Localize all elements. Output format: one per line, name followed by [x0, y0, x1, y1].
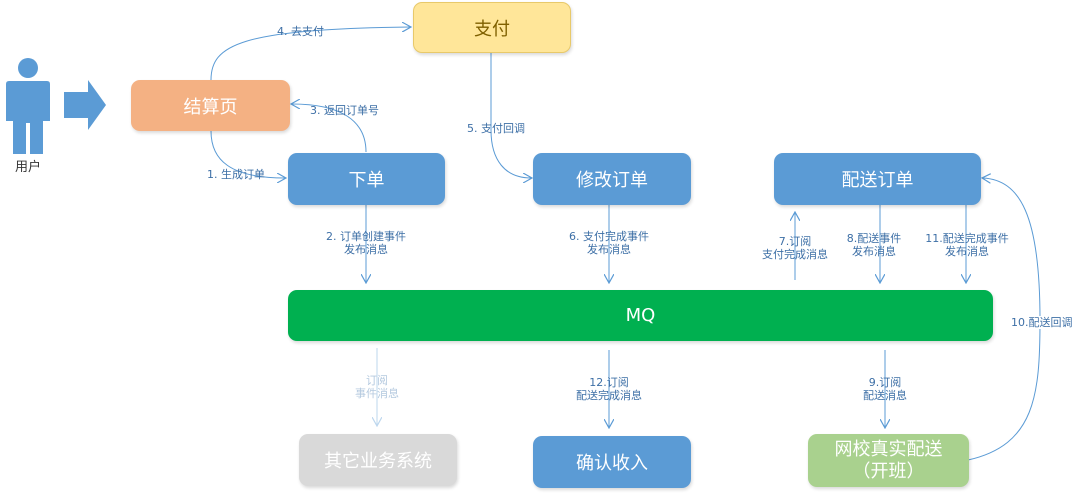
- edge-label-6-line2: 发布消息: [587, 243, 631, 256]
- edge-label-7-line2: 支付完成消息: [762, 248, 828, 261]
- payment-node: 支付: [413, 2, 571, 53]
- edge-label-1: 1. 生成订单: [207, 168, 265, 181]
- edge-label-8-line1: 8.配送事件: [846, 232, 902, 245]
- user-label: 用户: [14, 160, 41, 175]
- edge-label-2-line1: 2. 订单创建事件: [326, 230, 406, 243]
- edge-label-6-line1: 6. 支付完成事件: [569, 230, 649, 243]
- online-school-line2: （开班）: [852, 460, 925, 482]
- user-entry-arrow: [64, 80, 106, 130]
- edge-label-4: 4. 去支付: [277, 25, 324, 38]
- mq-node: MQ: [288, 290, 993, 341]
- edge-1-create-order: [210, 130, 285, 178]
- edge-label-11-line1: 11.配送完成事件: [925, 232, 1009, 245]
- edge-label-12: 12.订阅 配送完成消息: [571, 376, 647, 402]
- edge-label-6: 6. 支付完成事件 发布消息: [564, 230, 654, 256]
- edge-label-12-line1: 12.订阅: [589, 376, 629, 389]
- edge-label-8: 8.配送事件 发布消息: [840, 232, 908, 258]
- edge-label-subscribe-other-line1: 订阅: [366, 374, 388, 387]
- modify-order-node: 修改订单: [533, 153, 691, 205]
- edge-label-11: 11.配送完成事件 发布消息: [921, 232, 1013, 258]
- edge-4-go-pay: [210, 27, 410, 81]
- edge-label-9: 9.订阅 配送消息: [855, 376, 915, 402]
- confirm-income-node: 确认收入: [533, 436, 691, 488]
- edge-label-subscribe-other: 订阅 事件消息: [347, 374, 407, 400]
- edge-label-9-line2: 配送消息: [863, 389, 907, 402]
- edge-label-7: 7.订阅 支付完成消息: [755, 235, 835, 261]
- edge-3-return-order-id: [292, 104, 367, 153]
- user-icon: [6, 58, 50, 154]
- edge-label-5: 5. 支付回调: [467, 122, 525, 135]
- edge-label-10: 10.配送回调: [1011, 316, 1073, 329]
- edge-label-7-line1: 7.订阅: [778, 235, 812, 248]
- place-order-node: 下单: [288, 153, 445, 205]
- edge-label-11-line2: 发布消息: [945, 245, 989, 258]
- settlement-page-node: 结算页: [131, 80, 290, 131]
- edge-label-2-line2: 发布消息: [344, 243, 388, 256]
- edge-label-12-line2: 配送完成消息: [576, 389, 642, 402]
- edge-label-2: 2. 订单创建事件 发布消息: [321, 230, 411, 256]
- edge-label-subscribe-other-line2: 事件消息: [355, 387, 399, 400]
- edge-label-9-line1: 9.订阅: [868, 376, 902, 389]
- online-school-line1: 网校真实配送: [834, 438, 943, 460]
- online-school-delivery-node: 网校真实配送 （开班）: [808, 434, 969, 487]
- edge-5-pay-callback: [490, 53, 531, 178]
- edge-label-8-line2: 发布消息: [852, 245, 896, 258]
- delivery-order-node: 配送订单: [774, 153, 981, 205]
- edge-label-3: 3. 返回订单号: [310, 104, 379, 117]
- other-systems-node: 其它业务系统: [299, 434, 457, 486]
